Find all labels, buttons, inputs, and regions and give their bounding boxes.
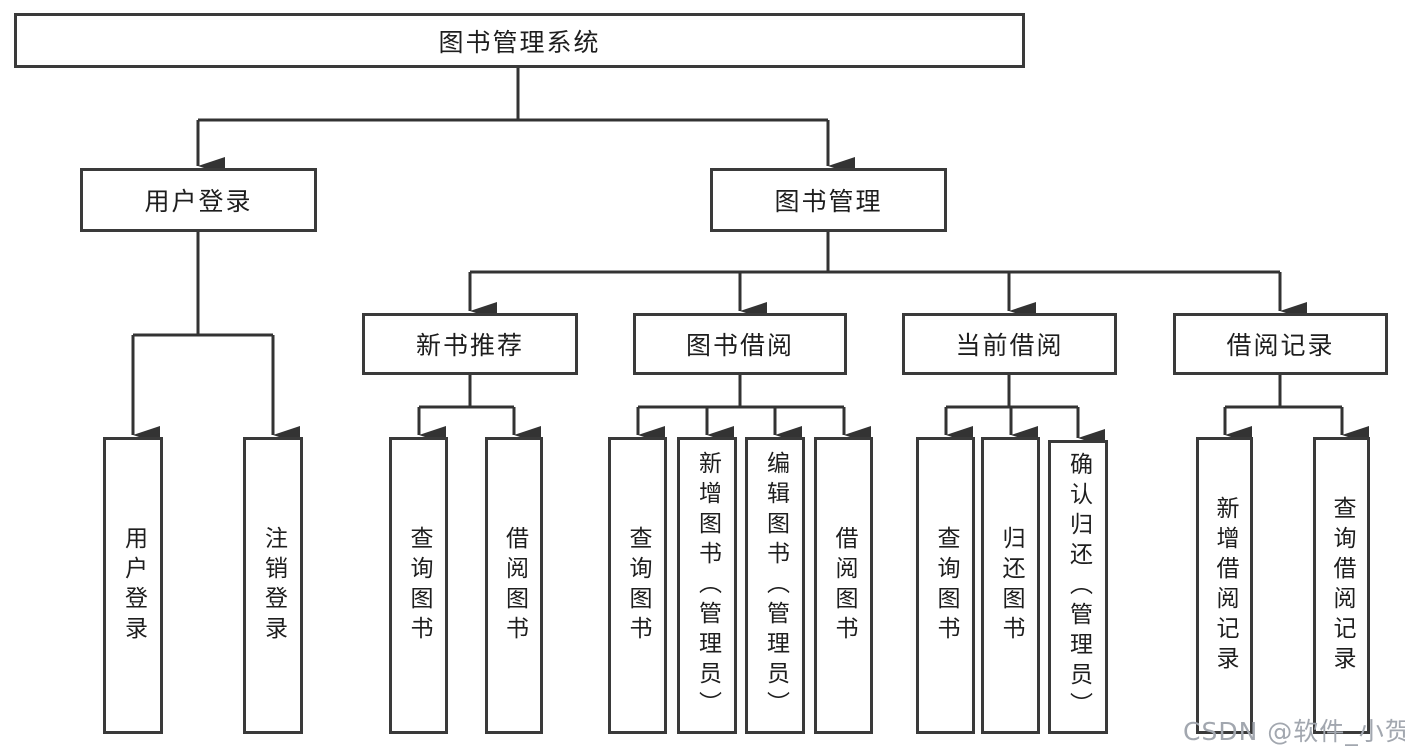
connector-user-login-branch: [131, 232, 300, 444]
node-logout: 注销登录: [243, 437, 303, 734]
node-book-management: 图书管理: [710, 168, 947, 232]
node-borrow-add-books-admin: 新增图书（管理员）: [677, 437, 737, 734]
node-borrow-query-books: 查询图书: [608, 437, 667, 734]
node-current-return-books: 归还图书: [981, 437, 1040, 734]
node-records-add-record: 新增借阅记录: [1196, 437, 1253, 734]
node-borrow-borrow-books: 借阅图书: [814, 437, 873, 734]
node-records-query-record: 查询借阅记录: [1313, 437, 1370, 734]
node-current-confirm-return-admin: 确认归还（管理员）: [1048, 440, 1108, 734]
node-book-borrowing: 图书借阅: [633, 313, 847, 375]
connector-book-management-branch: [468, 232, 1307, 320]
node-recommend-borrow-books: 借阅图书: [485, 437, 543, 734]
node-root: 图书管理系统: [14, 13, 1025, 68]
connector-book-borrowing-branch: [636, 375, 871, 444]
connector-new-book-recommend-branch: [417, 375, 541, 444]
node-user-login: 用户登录: [80, 168, 317, 232]
node-current-query-books: 查询图书: [916, 437, 975, 734]
node-current-borrowing: 当前借阅: [902, 313, 1117, 375]
connector-root-to-level2: [196, 68, 855, 175]
node-borrowing-records: 借阅记录: [1173, 313, 1388, 375]
connector-current-borrowing-branch: [944, 375, 1105, 447]
connector-borrowing-records-branch: [1223, 375, 1369, 444]
node-recommend-query-books: 查询图书: [389, 437, 448, 734]
node-new-book-recommend: 新书推荐: [362, 313, 578, 375]
csdn-watermark: CSDN @软件_小贺同学: [1183, 717, 1405, 746]
node-borrow-edit-books-admin: 编辑图书（管理员）: [745, 437, 805, 734]
node-login: 用户登录: [103, 437, 163, 734]
